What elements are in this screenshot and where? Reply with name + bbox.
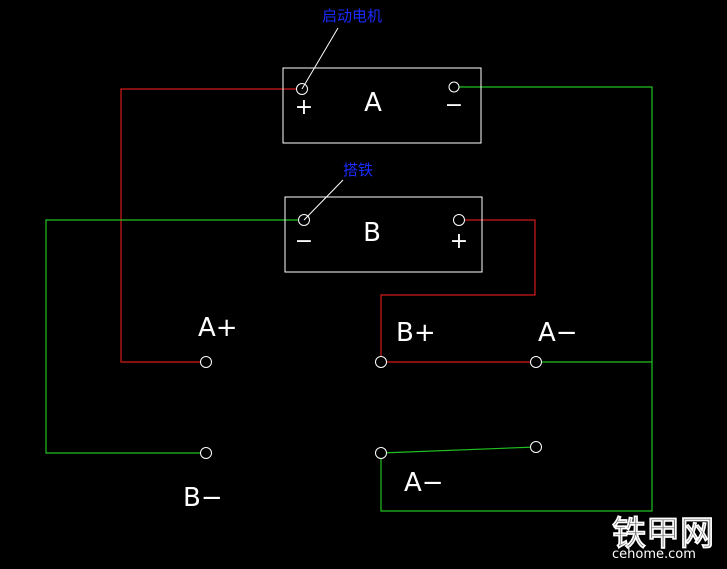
label-a-plus: A+: [198, 313, 238, 343]
battery-b-plus-terminal: [453, 214, 465, 226]
battery-b-label: B: [363, 218, 381, 248]
battery-a: A + −: [282, 67, 482, 144]
annotation-start-motor: 启动电机: [322, 7, 382, 25]
terminal-b-plus: [375, 356, 387, 368]
terminal-a-minus-top: [530, 356, 542, 368]
terminal-bottom-left: [375, 447, 387, 459]
battery-b-minus-sign: −: [295, 229, 313, 254]
wire-b-plus: [380, 219, 536, 362]
battery-a-label: A: [364, 88, 382, 118]
battery-b: B − +: [284, 196, 483, 273]
wire-b-minus: [45, 219, 304, 454]
terminal-labels: A+ B+ A− B− A−: [183, 313, 578, 513]
leader-start-motor: [301, 27, 339, 90]
battery-a-plus-sign: +: [295, 95, 313, 120]
battery-a-minus-sign: −: [445, 93, 463, 118]
negative-wires: [45, 86, 653, 512]
annotation-leaders: [301, 27, 344, 221]
label-b-plus: B+: [396, 318, 436, 348]
leader-ground: [303, 179, 344, 221]
annotation-ground: 搭铁: [343, 161, 373, 179]
lower-terminals: [200, 356, 542, 459]
watermark: 铁甲网 cehome.com: [612, 514, 715, 562]
watermark-domain: cehome.com: [612, 547, 696, 562]
wire-a-minus-main: [380, 86, 653, 512]
terminal-bottom-right: [530, 441, 542, 453]
battery-a-box: [282, 67, 482, 144]
battery-b-plus-sign: +: [450, 229, 468, 254]
label-a-minus-top: A−: [538, 318, 578, 348]
positive-wires: [120, 88, 536, 363]
battery-b-box: [284, 196, 483, 273]
battery-a-minus-terminal: [448, 81, 460, 93]
label-a-minus-bottom: A−: [404, 468, 444, 498]
label-b-minus: B−: [183, 483, 223, 513]
wire-bottom-link: [380, 446, 537, 454]
terminal-a-plus: [200, 356, 212, 368]
watermark-brand: 铁甲网: [612, 514, 714, 554]
wire-a-plus: [120, 88, 302, 363]
terminal-b-minus: [200, 447, 212, 459]
